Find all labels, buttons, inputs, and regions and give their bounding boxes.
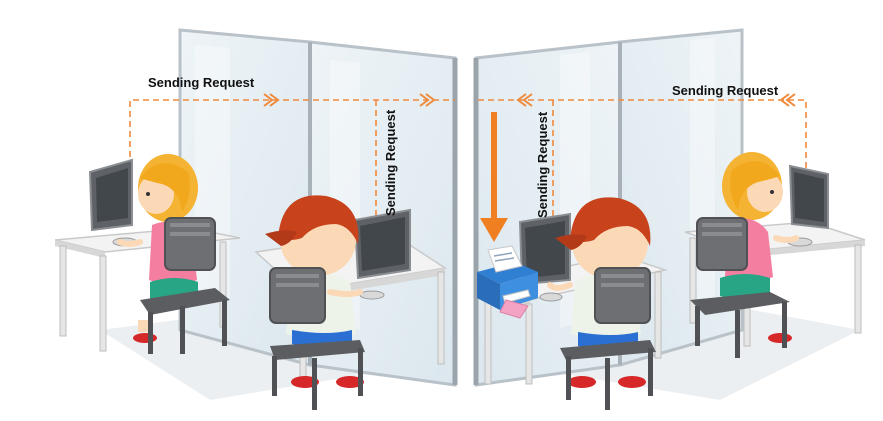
down-arrow-icon [480, 112, 508, 242]
computer-monitor-icon [518, 212, 571, 302]
chair-left-girl [140, 217, 230, 354]
arrow-chevron-icon [263, 93, 796, 107]
request-path [129, 99, 807, 225]
computer-monitor-icon [353, 208, 411, 300]
computer-monitor-icon [787, 164, 829, 247]
chair-right-boy [560, 267, 656, 410]
sending-request-label-vertical-right: Sending Request [535, 111, 550, 218]
computer-monitor-icon [88, 158, 138, 247]
sending-request-label-left: Sending Request [148, 75, 255, 90]
chair-right-girl [690, 217, 790, 358]
printer-icon [477, 245, 538, 319]
sending-request-label-right: Sending Request [672, 83, 779, 98]
sending-request-label-vertical-left: Sending Request [383, 109, 398, 216]
chair-left-boy [269, 267, 365, 410]
